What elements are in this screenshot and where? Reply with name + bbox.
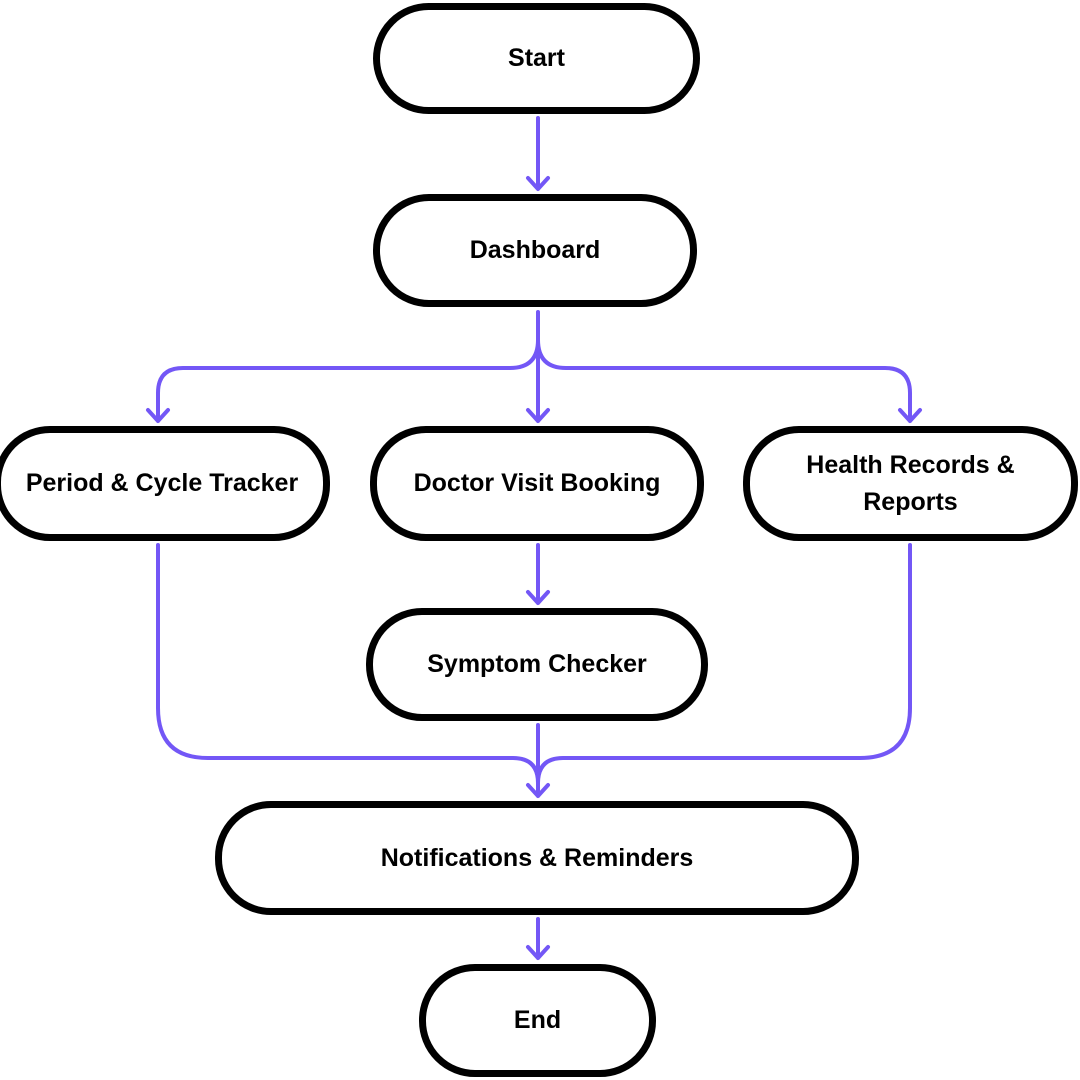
symptom-checker-node-label: Symptom Checker <box>427 650 647 678</box>
edge-notifications-end <box>526 917 550 960</box>
period-tracker-node-label: Period & Cycle Tracker <box>25 469 299 497</box>
doctor-booking-node-label: Doctor Visit Booking <box>413 469 661 497</box>
dashboard-node: Dashboard <box>373 194 697 307</box>
start-node-label: Start <box>508 44 565 72</box>
edge-period-tracker-notifications <box>156 543 540 785</box>
doctor-booking-node: Doctor Visit Booking <box>370 426 704 541</box>
health-records-node-label: Health Records & Reports <box>806 447 1014 521</box>
edge-start-dashboard <box>526 116 550 191</box>
health-records-node: Health Records & Reports <box>743 426 1078 541</box>
dashboard-node-label: Dashboard <box>469 236 601 264</box>
health-records-label-line1: Health Records & <box>806 450 1015 479</box>
end-node: End <box>419 964 656 1077</box>
period-tracker-node: Period & Cycle Tracker <box>0 426 330 541</box>
edge-health-records-notifications <box>536 543 912 785</box>
edge-doctor-booking-symptom-checker <box>526 543 550 605</box>
end-node-label: End <box>513 1006 562 1034</box>
edge-symptom-checker-notifications <box>526 723 550 798</box>
edge-dashboard-health-records <box>536 338 922 423</box>
notifications-node-label: Notifications & Reminders <box>380 843 694 872</box>
edge-dashboard-period-tracker <box>146 310 540 423</box>
edge-dashboard-doctor-booking <box>526 338 550 423</box>
symptom-checker-node: Symptom Checker <box>366 608 708 721</box>
start-node: Start <box>373 3 700 114</box>
notifications-node: Notifications & Reminders <box>215 801 859 915</box>
health-records-label-line2: Reports <box>863 487 958 516</box>
